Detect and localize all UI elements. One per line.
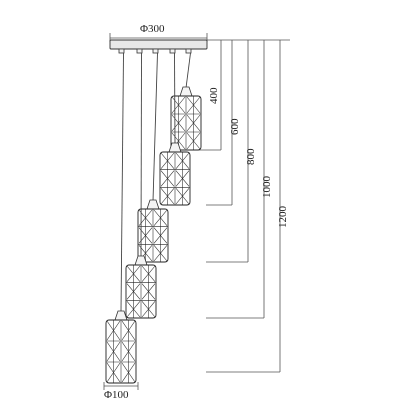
cage-cross xyxy=(153,209,168,226)
drop-labels: 400 600 800 1000 1200 xyxy=(208,87,289,228)
shade-width-dimension: Φ100 xyxy=(103,382,139,400)
cord-grip xyxy=(185,48,192,54)
pendant-lamp xyxy=(159,52,191,206)
cage-cross xyxy=(171,114,186,132)
cage-cross xyxy=(160,170,175,187)
top-width-dimension: Φ300 xyxy=(109,23,208,42)
cage-cross xyxy=(141,265,156,282)
cord-grip xyxy=(152,48,159,54)
drop-label-400: 400 xyxy=(208,87,220,104)
cage-cross xyxy=(126,265,141,282)
cage-cross xyxy=(175,170,190,187)
cage-cross xyxy=(121,341,136,362)
pendant-lamp xyxy=(125,52,157,319)
pendant-cord xyxy=(152,52,158,202)
cage-cross xyxy=(106,320,121,341)
pendant-lamp xyxy=(170,52,202,151)
cage-cross xyxy=(153,227,168,244)
cage-cross xyxy=(186,114,201,132)
cord-grip xyxy=(136,48,143,54)
drop-label-600: 600 xyxy=(229,118,241,135)
shade-cap xyxy=(146,199,160,210)
cage-cross xyxy=(141,301,156,318)
cage-cross xyxy=(160,188,175,205)
pendant-cord xyxy=(174,52,176,145)
cage-cross xyxy=(141,283,156,300)
pendant-lamp xyxy=(105,52,137,384)
shade-cap xyxy=(114,310,128,321)
drop-label-1000: 1000 xyxy=(261,176,273,199)
pendant-lamps xyxy=(105,52,202,384)
top-width-label: Φ300 xyxy=(140,23,165,35)
drop-label-800: 800 xyxy=(245,148,257,165)
cage-cross xyxy=(171,96,186,114)
ceiling-plate xyxy=(109,39,208,50)
shade-cap xyxy=(179,86,193,97)
cord-grip xyxy=(169,48,176,54)
shade-width-label: Φ100 xyxy=(104,389,129,400)
cage-cross xyxy=(106,341,121,362)
cage-cross xyxy=(106,362,121,383)
pendant-lamp xyxy=(137,52,169,263)
pendant-cord xyxy=(120,52,124,313)
pendant-cord xyxy=(185,52,191,89)
cage-cross xyxy=(126,283,141,300)
cage-cross xyxy=(121,320,136,341)
cord-grip xyxy=(118,48,125,54)
cage-cross xyxy=(126,301,141,318)
cage-cross xyxy=(175,188,190,205)
pendant-cord xyxy=(140,52,142,258)
cord-grips xyxy=(118,48,192,54)
cage-cross xyxy=(186,96,201,114)
drop-label-1200: 1200 xyxy=(277,206,289,229)
cage-cross xyxy=(160,152,175,169)
cage-cross xyxy=(186,132,201,150)
cage-cross xyxy=(153,245,168,262)
cage-cross xyxy=(121,362,136,383)
cage-cross xyxy=(175,152,190,169)
